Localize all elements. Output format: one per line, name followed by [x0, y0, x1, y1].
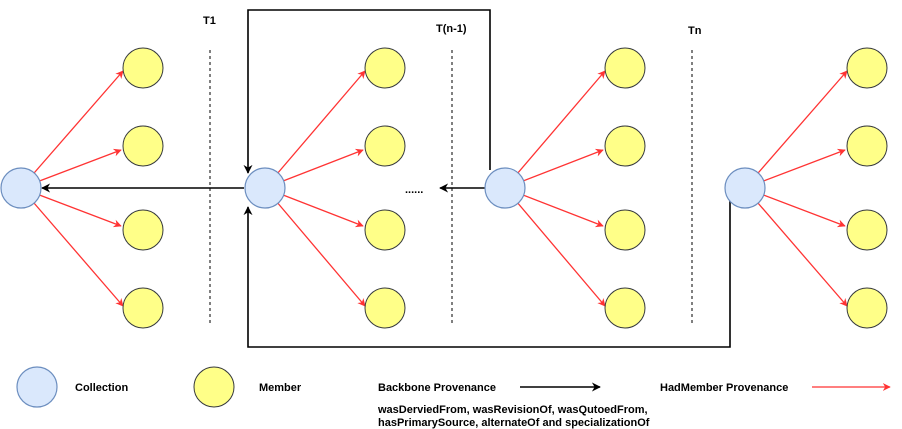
member-node: [364, 125, 406, 167]
member-node: [364, 47, 406, 89]
member-node: [122, 287, 164, 329]
time-label-tn: Tn: [688, 25, 702, 37]
legend-collection-swatch: [16, 366, 58, 408]
hadmember-arrow: [744, 70, 848, 189]
member-node: [846, 209, 888, 251]
member-node: [604, 209, 646, 251]
hadmember-arrow: [744, 187, 848, 307]
collection-group-3: [484, 47, 646, 329]
legend-backbone-label: Backbone Provenance: [378, 382, 496, 394]
hadmember-arrow: [504, 187, 606, 307]
collection-node: [244, 167, 286, 209]
collection-node: [484, 167, 526, 209]
hadmember-arrow: [20, 187, 124, 307]
hadmember-arrow: [504, 70, 606, 189]
legend: Collection Member Backbone Provenance Ha…: [16, 366, 891, 429]
member-node: [604, 125, 646, 167]
legend-relations-line-1: wasDerviedFrom, wasRevisionOf, wasQutoed…: [377, 404, 648, 416]
legend-member-swatch: [193, 366, 235, 408]
collection-group-2: [244, 47, 406, 329]
member-node: [122, 125, 164, 167]
collection-group-4: [724, 47, 888, 329]
collection-group-1: [0, 47, 164, 329]
collection-node: [724, 167, 766, 209]
member-node: [604, 287, 646, 329]
hadmember-arrow: [20, 70, 124, 189]
legend-collection-label: Collection: [75, 382, 128, 394]
member-node: [364, 209, 406, 251]
member-node: [122, 47, 164, 89]
member-node: [846, 287, 888, 329]
legend-relations-line-2: hasPrimarySource, alternateOf and specia…: [378, 417, 650, 429]
backbone-arrow-c4-to-c2: [243, 200, 731, 348]
legend-hadmember-label: HadMember Provenance: [660, 382, 788, 394]
ellipsis-label: ......: [405, 184, 423, 196]
hadmember-arrow: [264, 70, 366, 189]
collection-node: [0, 167, 42, 209]
member-node: [846, 125, 888, 167]
member-node: [122, 209, 164, 251]
backbone-arrow-c3-to-c2: [243, 9, 491, 174]
member-node: [364, 287, 406, 329]
hadmember-arrow: [264, 187, 366, 307]
legend-member-label: Member: [259, 382, 302, 394]
time-label-tn-minus-1: T(n-1): [436, 23, 467, 35]
member-node: [846, 47, 888, 89]
member-node: [604, 47, 646, 89]
time-label-t1: T1: [203, 15, 216, 27]
